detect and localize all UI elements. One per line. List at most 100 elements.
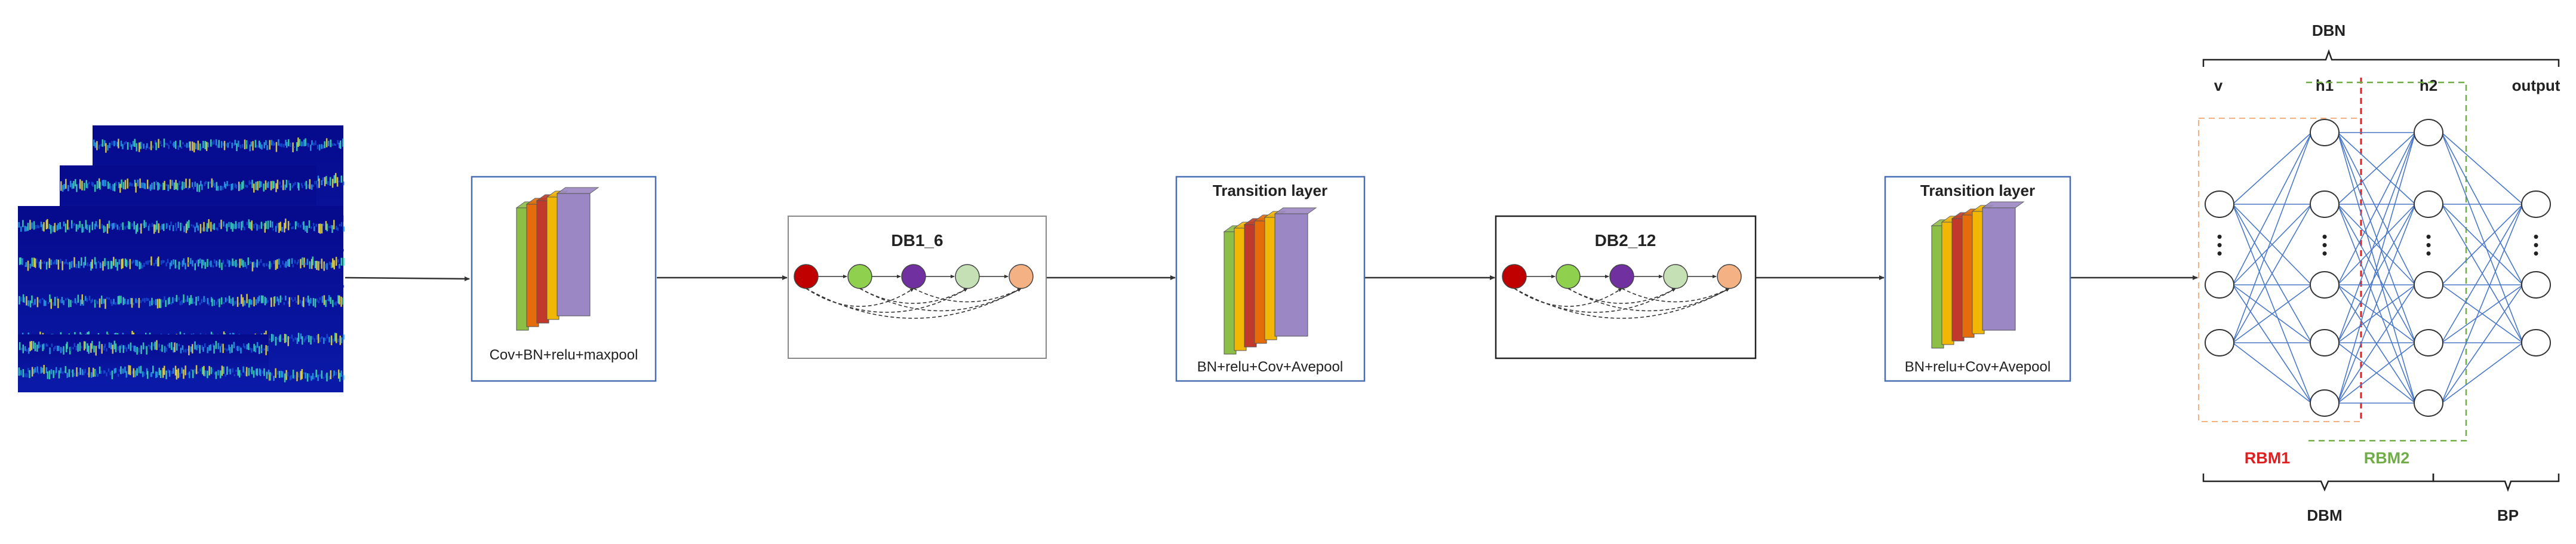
spectrogram-texture [253,224,255,229]
spectrogram-texture [211,368,214,373]
spectrogram-texture [257,181,259,190]
spectrogram-texture [244,371,247,376]
spectrogram-texture [79,342,81,351]
spectrogram-texture [117,374,119,377]
spectrogram-texture [53,347,55,352]
spectrogram-texture [275,226,277,232]
dbn-node [2521,190,2551,218]
spectrogram-texture [235,221,237,229]
spectrogram-texture [90,372,93,378]
spectrogram-texture [273,376,275,381]
spectrogram-texture [124,299,126,305]
spectrogram-texture [158,183,160,190]
spectrogram-texture [327,181,329,185]
spectrogram-texture [58,370,60,379]
spectrogram-texture [197,259,199,267]
spectrogram-texture [133,302,134,306]
spectrogram-texture [156,340,158,351]
spectrogram-texture [136,368,138,376]
dbn-connection [2441,342,2523,404]
dense-skip-connection [806,288,1022,319]
spectrogram-texture [192,298,193,304]
spectrogram-texture [226,348,228,352]
spectrogram-texture [253,297,255,306]
spectrogram-texture [263,368,265,376]
spectrogram-texture [291,185,293,189]
spectrogram-texture [201,367,204,374]
spectrogram-texture [254,140,257,148]
spectrogram-texture [160,260,162,265]
spectrogram-texture [261,145,263,150]
spectrogram-texture [332,300,334,308]
spectrogram-texture [253,343,255,352]
spectrogram-texture [167,185,169,191]
spectrogram-texture [125,141,127,144]
spectrogram-texture [259,142,262,149]
spectrogram-texture [149,373,152,377]
spectrogram-texture [116,262,118,271]
spectrogram-texture [124,345,126,349]
spectrogram-texture [245,265,248,269]
spectrogram-texture [244,226,245,230]
spectrogram-texture [319,223,321,234]
spectrogram-texture [232,223,233,232]
spectrogram-texture [233,374,236,376]
spectrogram-texture [269,372,271,381]
spectrogram-texture [333,175,336,184]
spectrogram-texture [265,345,267,355]
spectrogram-texture [220,297,223,305]
spectrogram-texture [153,182,155,190]
dbn-node [2205,329,2234,356]
dbn-connection [2441,132,2523,343]
spectrogram-texture [67,220,69,230]
spectrogram-texture [23,297,25,303]
spectrogram-texture [70,261,73,268]
spectrogram-texture [330,370,332,380]
dbn-ellipsis: ••• [2533,228,2538,262]
arrow-spectrogram-to-conv [345,276,470,281]
spectrogram-texture [202,140,204,148]
spectrogram-texture [128,221,130,229]
spectrogram-texture [87,183,88,189]
spectrogram-texture [248,180,250,185]
dbn-connection [2232,284,2312,404]
spectrogram-texture [313,142,315,146]
spectrogram-texture [90,225,91,227]
spectrogram-texture [328,337,330,343]
spectrogram-texture [70,300,72,308]
spectrogram-texture [18,222,20,228]
spectrogram-texture [118,259,120,265]
spectrogram-texture [340,222,343,227]
spectrogram-texture [36,225,39,229]
spectrogram-texture [94,223,96,230]
spectrogram-texture [38,299,40,303]
spectrogram-texture [294,337,296,340]
spectrogram-texture [319,297,321,300]
spectrogram-texture [334,333,336,342]
spectrogram-texture [204,262,206,269]
spectrogram-texture [194,368,196,373]
spectrogram-texture [319,337,321,342]
spectrogram-texture [339,224,341,226]
dense-node [1502,264,1527,289]
spectrogram-texture [107,145,109,151]
spectrogram-texture [27,223,29,231]
spectrogram-texture [103,299,105,304]
spectrogram-texture [179,262,182,265]
spectrogram-texture [133,221,136,230]
spectrogram-texture [118,139,119,149]
spectrogram-texture [321,296,324,303]
spectrogram-texture [98,145,100,149]
dbn-ellipsis: ••• [2217,228,2222,262]
spectrogram-texture [152,145,154,149]
spectrogram-texture [20,297,22,302]
spectrogram-texture [286,142,288,148]
spectrogram-texture [81,294,83,305]
spectrogram-texture [97,225,99,228]
spectrogram-texture [282,338,284,340]
spectrogram-texture [248,343,250,351]
spectrogram-texture [296,142,298,151]
spectrogram-texture [328,226,330,228]
spectrogram-texture [92,182,94,187]
spectrogram-texture [319,374,321,377]
